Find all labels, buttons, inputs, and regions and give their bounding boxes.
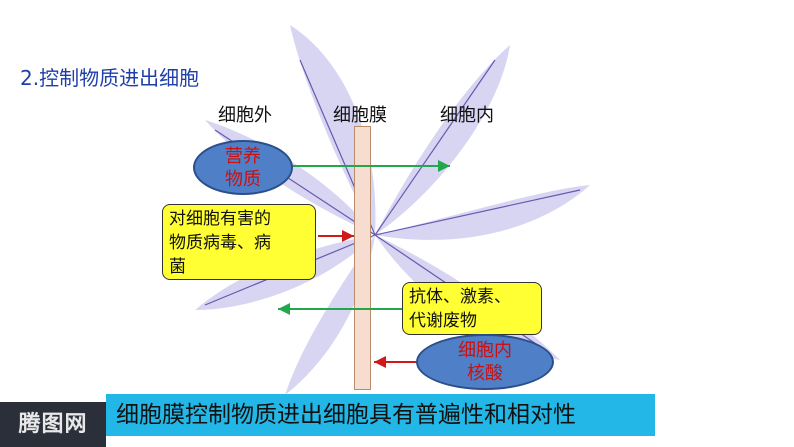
harmful-text-3: 菌 <box>169 257 186 277</box>
nucleic-acid-ellipse: 细胞内 核酸 <box>416 334 554 390</box>
nutrients-text-2: 物质 <box>225 168 261 190</box>
nutrients-ellipse: 营养 物质 <box>193 140 293 195</box>
harmful-text-2: 物质病毒、病 <box>169 233 271 253</box>
nutrients-text-1: 营养 <box>225 145 261 167</box>
label-cell-membrane: 细胞膜 <box>333 105 387 126</box>
antibody-hormone-box: 抗体、激素、 代谢废物 <box>402 282 542 335</box>
section-title: 2.控制物质进出细胞 <box>20 66 200 90</box>
label-outside-cell: 细胞外 <box>218 105 272 126</box>
harmful-text-1: 对细胞有害的 <box>169 209 271 229</box>
nucleic-text-2: 核酸 <box>467 363 503 384</box>
antibody-text-2: 代谢废物 <box>409 311 477 331</box>
harmful-substances-box: 对细胞有害的 物质病毒、病 菌 <box>162 204 316 280</box>
conclusion-banner: 细胞膜控制物质进出细胞具有普遍性和相对性 <box>106 394 655 436</box>
antibody-text-1: 抗体、激素、 <box>409 287 511 307</box>
label-inside-cell: 细胞内 <box>440 105 494 126</box>
cell-membrane-bar <box>354 126 371 390</box>
watermark-logo: 腾图网 <box>0 402 106 447</box>
nucleic-text-1: 细胞内 <box>458 340 512 361</box>
